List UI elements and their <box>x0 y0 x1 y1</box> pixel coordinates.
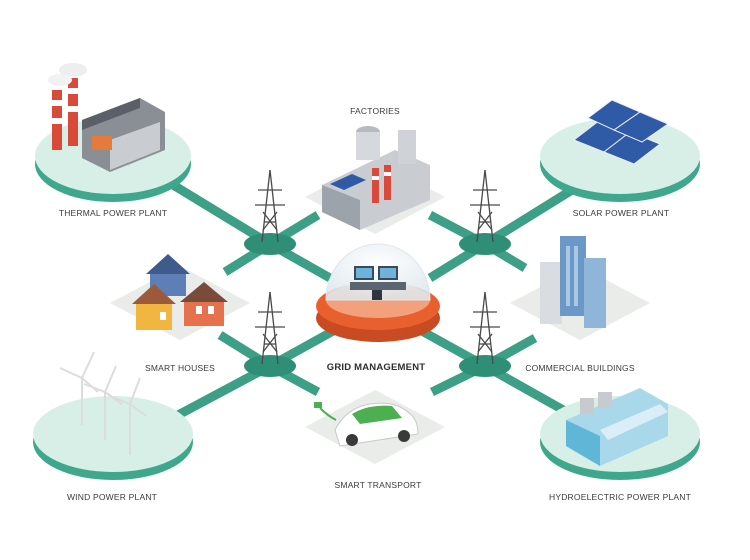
junction-hub-lower-left <box>244 291 296 377</box>
smart-houses-label: SMART HOUSES <box>144 363 216 373</box>
wind-power-plant-label: WIND POWER PLANT <box>66 492 158 502</box>
transport-tile <box>305 390 445 464</box>
transmission-tower-icon <box>255 169 285 243</box>
commercial-tile <box>510 236 650 340</box>
connector-hub-solar <box>482 181 583 248</box>
electric-car-icon <box>314 402 419 447</box>
solar-panel-icon <box>572 99 670 165</box>
control-room-dome-icon <box>350 266 406 300</box>
solar-island <box>540 99 700 202</box>
transmission-tower-icon <box>470 291 500 365</box>
hydroelectric-power-plant-label: HYDROELECTRIC POWER PLANT <box>549 492 691 502</box>
factories-label: FACTORIES <box>350 106 400 116</box>
office-building-icon <box>540 236 606 328</box>
smart-houses-tile <box>110 254 250 340</box>
hydroelectric-dam-icon <box>566 388 668 466</box>
solar-power-plant-label: SOLAR POWER PLANT <box>572 208 670 218</box>
factory-icon <box>322 126 430 230</box>
factories-tile <box>305 126 445 234</box>
thermal-power-plant-label: THERMAL POWER PLANT <box>58 208 168 218</box>
thermal-island <box>35 63 191 202</box>
hydro-island <box>540 388 700 480</box>
connector-thermal-hub <box>162 176 273 248</box>
junction-hub-lower-right <box>459 291 511 377</box>
junction-hub-upper-right <box>459 169 511 255</box>
grid-management-label: GRID MANAGEMENT <box>326 362 426 373</box>
junction-hub-upper-left <box>244 169 296 255</box>
thermal-power-plant-icon <box>48 63 165 172</box>
wind-island <box>33 351 193 480</box>
smart-transport-label: SMART TRANSPORT <box>334 480 422 490</box>
grid-management-hub <box>316 243 440 342</box>
transmission-tower-icon <box>255 291 285 365</box>
commercial-buildings-label: COMMERCIAL BUILDINGS <box>525 363 635 373</box>
wind-turbine-icon <box>59 351 147 455</box>
transmission-tower-icon <box>470 169 500 243</box>
smart-house-icon <box>132 254 228 330</box>
